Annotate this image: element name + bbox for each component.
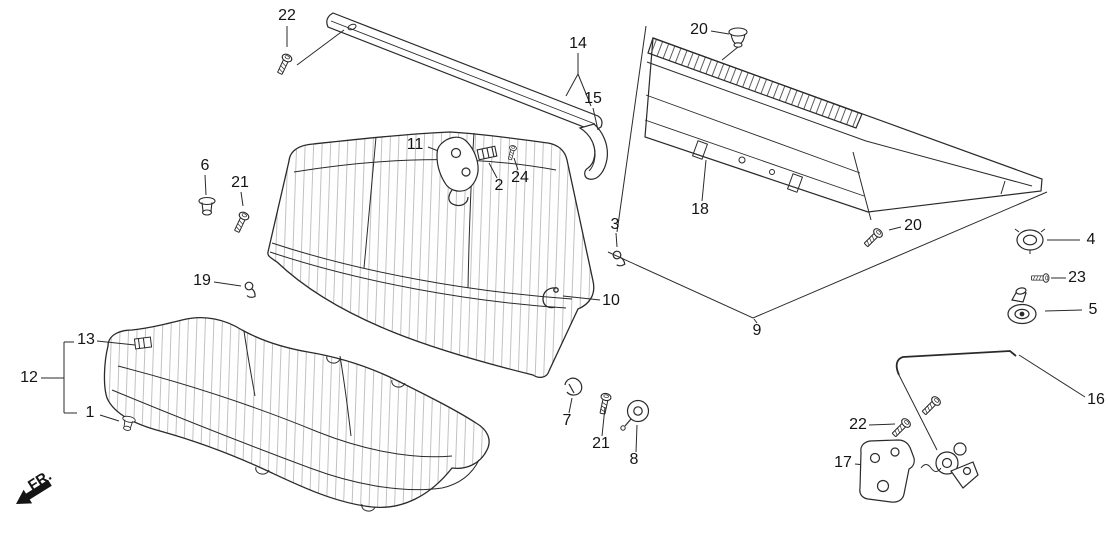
- callout-19-clip: 19: [193, 272, 211, 289]
- fr-direction-indicator: FR.: [16, 467, 55, 504]
- latch-assembly-17: [859, 439, 979, 503]
- callout-23-bolt: 23: [1068, 269, 1086, 286]
- callout-3-clip: 3: [610, 216, 620, 233]
- bolt-21-bottom: [597, 391, 613, 416]
- seat-cushion: [103, 316, 490, 512]
- bolt-21-left: [231, 210, 251, 235]
- callout-9-shelf-assembly: 9: [752, 322, 762, 339]
- seat-back-latch-11: [436, 136, 479, 207]
- callout-2-striker-plate: 2: [494, 177, 504, 194]
- callout-17-latch-assembly: 17: [834, 454, 852, 471]
- seat-back-hook-10: [542, 287, 559, 309]
- callout-12-cushion-assembly: 12: [20, 369, 38, 386]
- callout-20-shelf-clip: 20: [690, 21, 708, 38]
- callout-6-grommet: 6: [200, 157, 210, 174]
- bolt-20-shelf: [861, 226, 885, 250]
- leader-lines: [41, 26, 1086, 467]
- callout-20-shelf-bolt: 20: [904, 217, 922, 234]
- callout-18-shelf: 18: [691, 201, 709, 218]
- bolt-23: [1031, 273, 1050, 283]
- callout-14-rail: 14: [569, 35, 587, 52]
- rail-hook-15: [578, 123, 608, 180]
- clip-1: [119, 414, 137, 433]
- rail-trim-14: [326, 12, 603, 132]
- rear-shelf-panel: [644, 37, 1043, 213]
- callout-22-latch-bolt: 22: [849, 416, 867, 433]
- assembly-boundary-lines: [607, 25, 1048, 319]
- callout-24-screw: 24: [511, 169, 529, 186]
- bolt-22-rail: [274, 52, 294, 77]
- lock-striker-5: [1007, 287, 1037, 325]
- callout-10-seat-back: 10: [602, 292, 620, 309]
- callout-7-clip: 7: [562, 412, 572, 429]
- callout-11-latch: 11: [406, 136, 424, 153]
- callout-4-grommet: 4: [1086, 231, 1096, 248]
- shelf-clip-20: [728, 27, 748, 48]
- bolt-22-latch-b: [919, 394, 943, 418]
- grommet-4: [1014, 228, 1046, 254]
- spacer-8: [620, 399, 650, 431]
- callout-1-clip: 1: [85, 404, 95, 421]
- callout-8-spacer: 8: [629, 451, 639, 468]
- seat-back: [267, 131, 595, 378]
- striker-plate-2: [476, 145, 498, 161]
- callout-21-left-bolt: 21: [231, 174, 249, 191]
- grommet-6: [198, 196, 216, 216]
- clip-7: [564, 377, 583, 396]
- callout-16-rod: 16: [1087, 391, 1105, 408]
- callout-5-striker: 5: [1088, 301, 1098, 318]
- fr-arrow-icon: [16, 479, 52, 504]
- latch-rod-16: [895, 350, 1017, 451]
- callout-21-bottom-bolt: 21: [592, 435, 610, 452]
- callout-22-rail-bolt: 22: [278, 7, 296, 24]
- fr-label: FR.: [25, 467, 55, 494]
- clip-19: [244, 281, 256, 298]
- callout-13-cushion-trim: 13: [77, 331, 95, 348]
- callout-15-rail-hook: 15: [584, 90, 602, 107]
- bolt-22-latch-a: [889, 416, 913, 440]
